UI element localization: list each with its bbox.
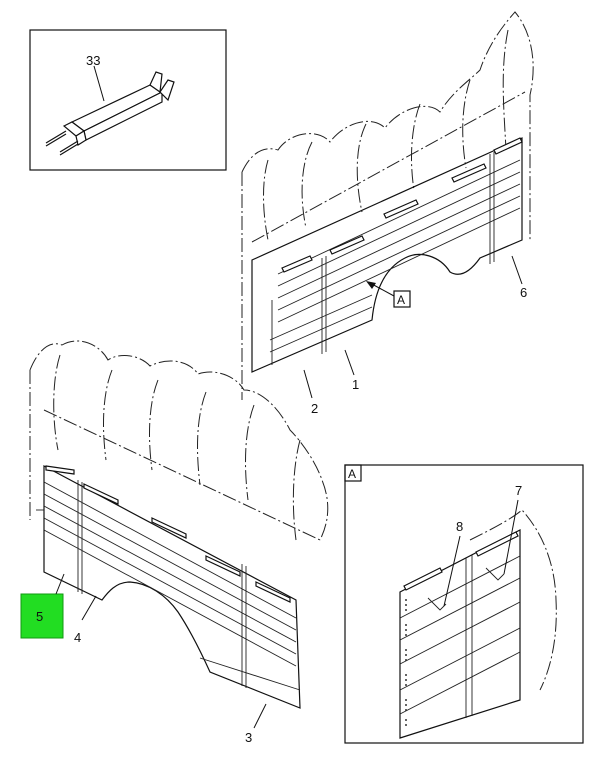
callout-7: 7 — [515, 483, 522, 498]
leader-4 — [81, 595, 97, 621]
leader-2 — [303, 369, 313, 399]
callout-4: 4 — [74, 630, 81, 645]
ref-A-label: A — [397, 293, 405, 307]
callout-3: 3 — [245, 730, 252, 745]
callout-1: 1 — [352, 377, 359, 392]
detail-A-illustration — [399, 509, 557, 739]
part-33-illustration — [45, 71, 175, 156]
upper-body-panel — [241, 11, 534, 400]
callout-2: 2 — [311, 401, 318, 416]
detail-A-label: A — [348, 467, 356, 481]
callout-33: 33 — [86, 53, 100, 68]
leader-1 — [344, 349, 355, 376]
detail-ref-A: A — [366, 281, 411, 308]
callout-6: 6 — [520, 285, 527, 300]
inset-part-33: 33 — [29, 29, 227, 171]
leader-3 — [253, 703, 267, 729]
leader-7 — [503, 499, 519, 575]
leader-5 — [55, 573, 65, 595]
lower-body-panel — [29, 340, 329, 709]
detail-A-box: A 8 7 — [344, 464, 584, 744]
leader-6 — [511, 255, 523, 285]
callout-5-highlight[interactable]: 5 — [20, 593, 64, 639]
callout-8: 8 — [456, 519, 463, 534]
leader-33 — [93, 65, 105, 102]
leader-8 — [443, 535, 461, 607]
callout-5: 5 — [36, 609, 43, 624]
